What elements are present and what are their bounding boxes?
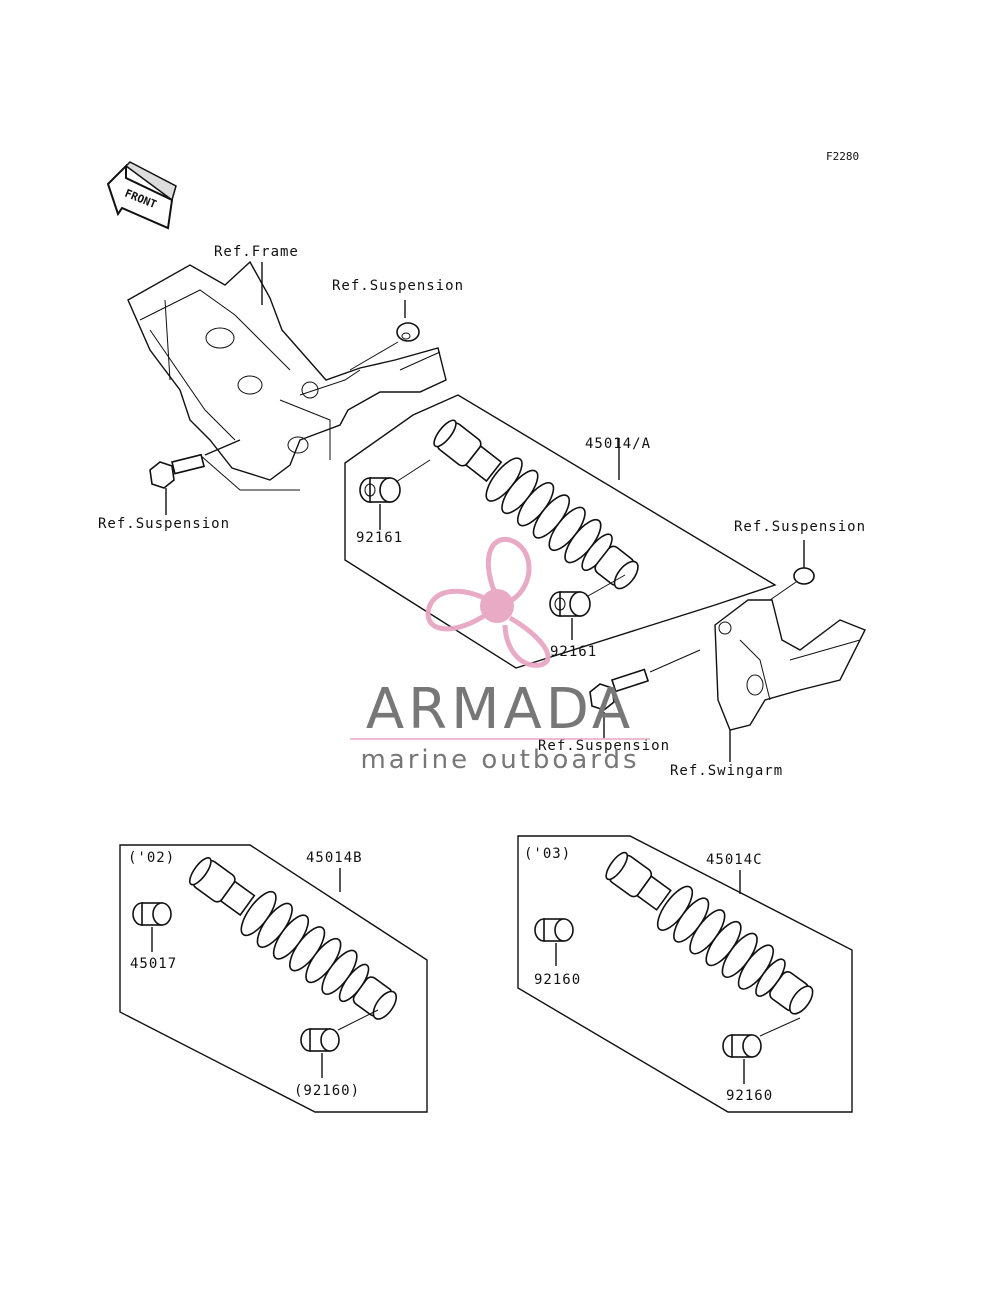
label-part-92161-left: 92161 [356,530,403,546]
brand-tagline: marine outboards [360,745,639,775]
label-ref-suspension-bottom: Ref.Suspension [538,738,670,754]
frame-drawing [127,260,447,491]
swingarm-drawing [714,599,866,762]
inset-02-bushing-top: 45017 [130,956,177,972]
main-shock-absorber [433,419,639,590]
inset-02-bushing-bottom: (92160) [294,1083,360,1099]
brand-name: ARMADA [366,677,634,742]
label-part-92161-right: 92161 [550,644,597,660]
label-part-45014a: 45014/A [585,436,651,452]
inset-03-year: ('03) [524,846,571,862]
inset-2003: ('03) 45014C 92160 92160 [517,835,853,1113]
label-ref-suspension-right: Ref.Suspension [734,519,866,535]
inset-02-shock-label: 45014B [306,850,363,866]
bolt-bottom [589,649,701,738]
label-ref-frame: Ref.Frame [214,244,299,260]
bolt-left [149,439,241,515]
inset-2002: ('02) 45014B 45017 (92160) [119,844,428,1113]
label-ref-swingarm: Ref.Swingarm [670,763,783,779]
armada-logo-icon [425,536,551,668]
main-assembly-outline [344,394,777,669]
bushing-left [359,459,431,530]
inset-03-bushing-top: 92160 [534,972,581,988]
inset-02-year: ('02) [128,850,175,866]
diagram-code: F2280 [826,150,859,163]
label-ref-suspension-top: Ref.Suspension [332,278,464,294]
nut-right [769,540,815,601]
front-arrow-icon: FRONT [106,161,177,230]
inset-03-shock-label: 45014C [706,852,763,868]
bushing-right [549,574,626,640]
label-ref-suspension-left: Ref.Suspension [98,516,230,532]
nut-top [349,300,420,371]
inset-03-bushing-bottom: 92160 [726,1088,773,1104]
